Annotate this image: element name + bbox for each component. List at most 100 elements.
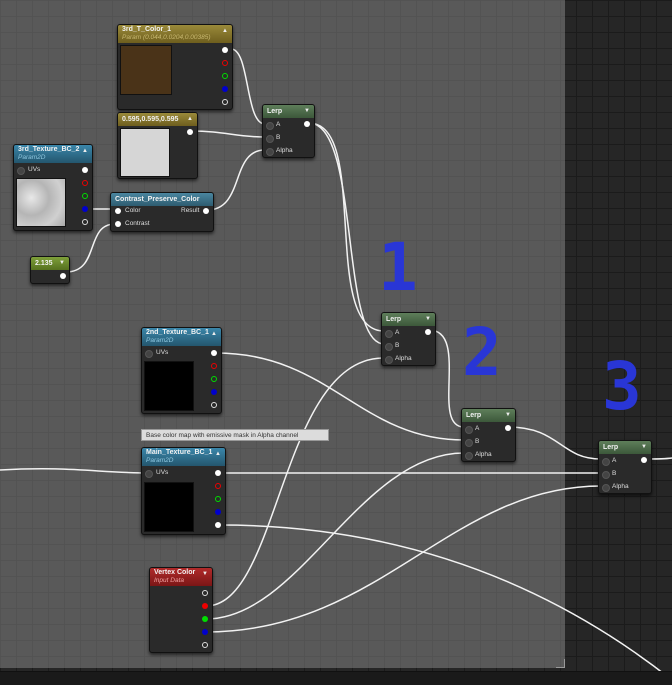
pin-label-uvs: UVs [28,166,40,173]
input-pin-b[interactable] [266,135,274,143]
input-pin-alpha[interactable] [385,356,393,364]
input-pin-b[interactable] [465,439,473,447]
collapse-arrow-icon[interactable]: ▲ [82,148,88,154]
output-pin-rgb[interactable] [215,470,221,476]
node-lerp-2[interactable]: Lerp ▼ A B Alpha [461,408,516,462]
node-lerp-3[interactable]: Lerp ▼ A B Alpha [598,440,652,494]
output-pin-result[interactable] [203,208,209,214]
pin-label-uvs: UVs [156,469,168,476]
annotation-number-2: 2 [462,318,502,388]
output-pin-b[interactable] [215,509,221,515]
output-pin-rgb[interactable] [202,590,208,596]
output-pin-rgb[interactable] [222,47,228,53]
collapse-arrow-icon[interactable]: ▼ [59,260,65,266]
annotation-number-1: 1 [378,233,418,303]
output-pin-a[interactable] [82,219,88,225]
output-pin-b[interactable] [211,389,217,395]
output-pin-r[interactable] [211,363,217,369]
pin-label-contrast: Contrast [125,220,150,227]
collapse-arrow-icon[interactable]: ▼ [641,444,647,450]
node-3rd-t-color[interactable]: 3rd_T_Color_1 Param (0.044,0.0204,0.0038… [117,24,233,110]
output-pin-b[interactable] [222,86,228,92]
texture-preview [144,482,194,532]
output-pin-a[interactable] [202,642,208,648]
node-header: Lerp ▼ [382,313,435,326]
output-pin[interactable] [425,329,431,335]
node-subtitle: Param (0.044,0.0204,0.00385) [122,34,232,42]
wire-texmain-alpha-out [220,525,672,680]
input-pin-b[interactable] [602,471,610,479]
node-title: 3rd_Texture_BC_2 [18,145,92,154]
node-header: 2nd_Texture_BC_1 Param2D ▲ [142,328,221,346]
output-pin-b[interactable] [202,629,208,635]
input-pin-b[interactable] [385,343,393,351]
input-pin-uvs[interactable] [145,470,153,478]
wire-lerp0-lerp1-a [309,123,384,331]
node-3rd-texture[interactable]: 3rd_Texture_BC_2 Param2D ▲ UVs [13,144,93,231]
collapse-arrow-icon[interactable]: ▼ [425,316,431,322]
output-pin-r[interactable] [202,603,208,609]
output-pin-r[interactable] [215,483,221,489]
node-header: 3rd_Texture_BC_2 Param2D ▲ [14,145,92,163]
node-lerp-0[interactable]: Lerp ▼ A B Alpha [262,104,315,158]
node-header: Vertex Color Input Data ▼ [150,568,212,586]
output-pin[interactable] [505,425,511,431]
wire-color3rd-lerp0-a [231,49,265,124]
node-lerp-1[interactable]: Lerp ▼ A B Alpha [381,312,436,366]
output-pin-rgb[interactable] [82,167,88,173]
output-pin[interactable] [187,129,193,135]
node-2nd-texture[interactable]: 2nd_Texture_BC_1 Param2D ▲ UVs [141,327,222,414]
input-pin-color[interactable] [115,208,121,214]
output-pin-a[interactable] [222,99,228,105]
pin-label-b: B [475,438,479,445]
output-pin-g[interactable] [82,193,88,199]
output-pin-g[interactable] [211,376,217,382]
node-header: Lerp ▼ [599,441,651,454]
pin-label-uvs: UVs [156,349,168,356]
output-pin[interactable] [641,457,647,463]
wire-tex2nd-lerp2-b [216,353,464,440]
output-pin-a[interactable] [215,522,221,528]
input-pin-a[interactable] [266,122,274,130]
collapse-arrow-icon[interactable]: ▼ [202,571,208,577]
node-main-texture[interactable]: Main_Texture_BC_1 Param2D ▲ UVs [141,447,226,535]
input-pin-a[interactable] [385,330,393,338]
input-pin-alpha[interactable] [602,484,610,492]
output-pin-g[interactable] [202,616,208,622]
output-pin-b[interactable] [82,206,88,212]
output-pin-r[interactable] [82,180,88,186]
output-pin-g[interactable] [215,496,221,502]
input-pin-a[interactable] [602,458,610,466]
output-pin-a[interactable] [211,402,217,408]
collapse-arrow-icon[interactable]: ▼ [304,108,310,114]
wire-scalar-contrast [66,224,115,272]
input-pin-a[interactable] [465,426,473,434]
output-pin[interactable] [304,121,310,127]
collapse-arrow-icon[interactable]: ▲ [222,28,228,34]
input-pin-alpha[interactable] [465,452,473,460]
output-pin-rgb[interactable] [211,350,217,356]
collapse-arrow-icon[interactable]: ▲ [215,451,221,457]
node-scalar-constant[interactable]: 2.135 ▼ [30,256,70,284]
pin-label-b: B [276,134,280,141]
input-pin-alpha[interactable] [266,148,274,156]
output-pin-g[interactable] [222,73,228,79]
node-contrast-preserve-color[interactable]: Contrast_Preserve_Color Color Contrast R… [110,192,214,232]
pin-label-a: A [475,425,479,432]
pin-label-alpha: Alpha [276,147,293,154]
collapse-arrow-icon[interactable]: ▲ [211,331,217,337]
collapse-arrow-icon[interactable]: ▲ [187,116,193,122]
node-header: 0.595,0.595,0.595 ▲ [118,113,197,126]
output-pin[interactable] [60,273,66,279]
node-vertex-color[interactable]: Vertex Color Input Data ▼ [149,567,213,653]
input-pin-uvs[interactable] [17,167,25,175]
collapse-arrow-icon[interactable]: ▼ [505,412,511,418]
node-constant3-vector[interactable]: 0.595,0.595,0.595 ▲ [117,112,198,179]
output-pin-r[interactable] [222,60,228,66]
input-pin-contrast[interactable] [115,221,121,227]
node-header: Lerp ▼ [263,105,314,118]
input-pin-uvs[interactable] [145,350,153,358]
tooltip-text: Base color map with emissive mask in Alp… [146,432,298,439]
pin-label-a: A [395,329,399,336]
